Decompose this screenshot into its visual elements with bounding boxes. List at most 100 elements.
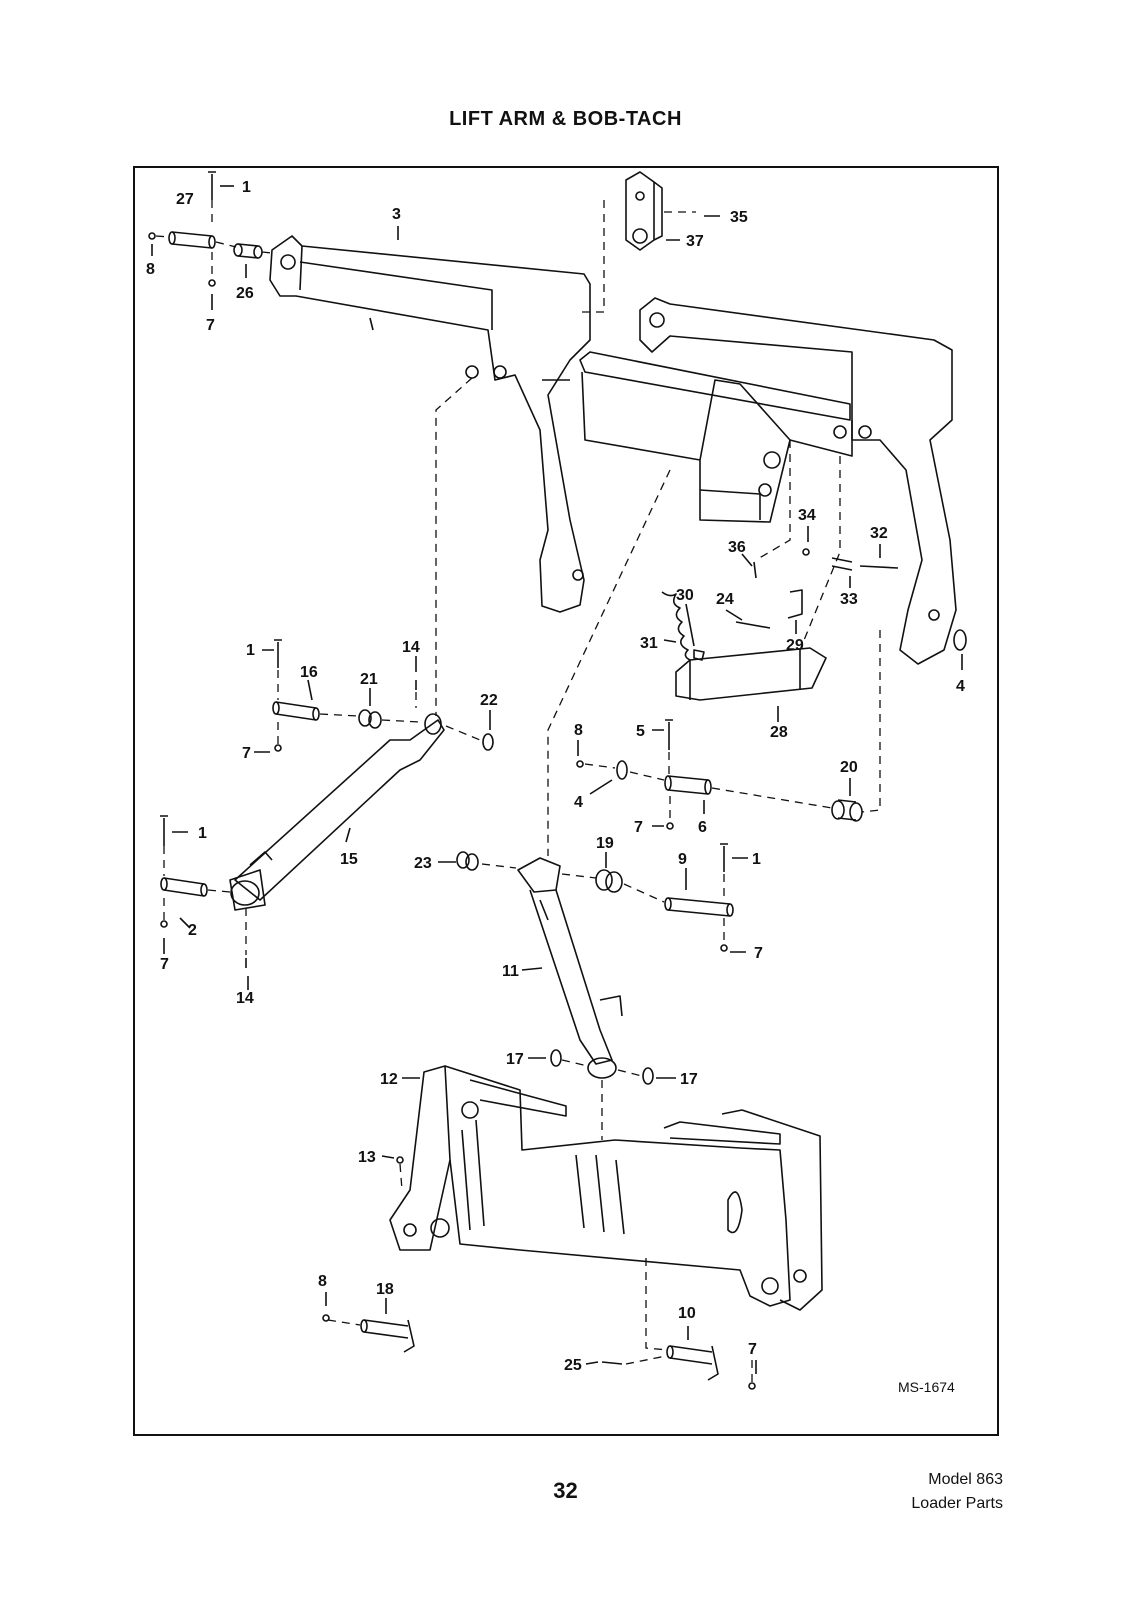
callout-14: 14 (236, 990, 254, 1007)
callout-5: 5 (636, 723, 645, 740)
nut-part-7-left (160, 920, 168, 928)
callout-20: 20 (840, 759, 858, 776)
bolt-part-32 (859, 565, 899, 569)
knob-part-30 (693, 649, 705, 661)
bolt-part-25 (601, 1361, 623, 1365)
nut-part-7-mid (274, 744, 282, 752)
spring-part-31 (661, 591, 691, 661)
callout-1: 1 (752, 851, 761, 868)
lever-part-28 (675, 647, 827, 701)
callout-29: 29 (786, 637, 804, 654)
bolt-part-1-top (208, 171, 216, 200)
left-lift-arm (269, 235, 591, 613)
bolt-part-1-left (160, 815, 168, 846)
callout-12: 12 (380, 1071, 398, 1088)
bushing-part-23 (456, 851, 479, 871)
tilt-cylinder-part-15 (229, 713, 445, 911)
pin-part-6 (664, 775, 712, 795)
bolt-part-1-right (720, 843, 728, 872)
pin-part-2 (160, 877, 208, 897)
bracket-part-37 (625, 171, 663, 251)
callout-19: 19 (596, 835, 614, 852)
bolt-part-1-mid (274, 639, 282, 668)
callout-32: 32 (870, 525, 888, 542)
callout-7: 7 (206, 317, 215, 334)
footer-model: Model 863 (928, 1471, 1003, 1488)
callout-34: 34 (798, 507, 816, 524)
callout-8: 8 (146, 261, 155, 278)
callout-15: 15 (340, 851, 358, 868)
nut-part-7-lower (720, 944, 728, 952)
nut-part-7-top (208, 279, 216, 287)
leader-lines (151, 185, 963, 1374)
callout-10: 10 (678, 1305, 696, 1322)
callout-37: 37 (686, 233, 704, 250)
callout-1: 1 (198, 825, 207, 842)
bushing-part-20 (831, 799, 863, 822)
callout-25: 25 (564, 1357, 582, 1374)
wedge-pin-part-18 (360, 1319, 415, 1353)
callout-8: 8 (318, 1273, 327, 1290)
callout-labels: 1 27 3 35 37 8 26 7 34 32 36 33 30 24 31… (146, 179, 965, 1395)
callout-1: 1 (246, 642, 255, 659)
pin-part-36 (753, 561, 757, 579)
pin-part-33 (831, 557, 853, 571)
callout-22: 22 (480, 692, 498, 709)
callout-21: 21 (360, 671, 378, 688)
clip-part-29 (787, 589, 803, 619)
bushing-part-22 (482, 733, 494, 751)
callout-36: 36 (728, 539, 746, 556)
bobtach-cylinder-part-11 (517, 857, 623, 1079)
callout-30: 30 (676, 587, 694, 604)
callout-2: 2 (188, 922, 197, 939)
callout-7: 7 (160, 956, 169, 973)
callout-6: 6 (698, 819, 707, 836)
page-title: LIFT ARM & BOB-TACH (449, 108, 682, 130)
diagram-frame (133, 166, 999, 1436)
pin-part-9 (664, 897, 734, 917)
right-lift-arm (639, 297, 957, 665)
callout-28: 28 (770, 724, 788, 741)
callout-4: 4 (574, 794, 583, 811)
callout-8: 8 (574, 722, 583, 739)
nut-part-8-top (148, 232, 156, 240)
pin-part-24 (735, 621, 771, 629)
callout-23: 23 (414, 855, 432, 872)
callout-3: 3 (392, 206, 401, 223)
drawing-reference: MS-1674 (898, 1379, 955, 1395)
bushing-part-19 (595, 869, 623, 893)
washer-part-4-mid (616, 760, 628, 780)
nut-part-13 (396, 1156, 404, 1164)
footer-section: Loader Parts (911, 1495, 1003, 1512)
nut-part-8-mid (576, 760, 584, 768)
callout-13: 13 (358, 1149, 376, 1166)
bushing-part-17-right (642, 1067, 654, 1085)
callout-27: 27 (176, 191, 194, 208)
lift-arm-cross-tube (579, 351, 853, 523)
nut-part-7-right (666, 822, 674, 830)
page-footer: Model 863 Loader Parts (911, 1468, 1003, 1516)
nut-part-7-bottom (748, 1382, 756, 1390)
callout-7: 7 (242, 745, 251, 762)
callout-1: 1 (242, 179, 251, 196)
wedge-pin-part-10 (666, 1345, 719, 1381)
pin-part-16 (272, 701, 320, 721)
bushing-part-26 (233, 243, 263, 259)
callout-18: 18 (376, 1281, 394, 1298)
nut-part-34 (802, 548, 810, 556)
callout-7: 7 (754, 945, 763, 962)
callout-24: 24 (716, 591, 734, 608)
callout-11: 11 (502, 963, 519, 980)
callout-33: 33 (840, 591, 858, 608)
callout-17: 17 (506, 1051, 524, 1068)
washer-part-4-right (953, 629, 967, 651)
callout-17: 17 (680, 1071, 698, 1088)
callout-26: 26 (236, 285, 254, 302)
nut-part-8-bottom (322, 1314, 330, 1322)
bushing-part-17-left (550, 1049, 562, 1067)
bushing-part-21 (358, 709, 382, 729)
callout-14: 14 (402, 639, 420, 656)
pin-part-27 (168, 231, 216, 249)
callout-35: 35 (730, 209, 748, 226)
